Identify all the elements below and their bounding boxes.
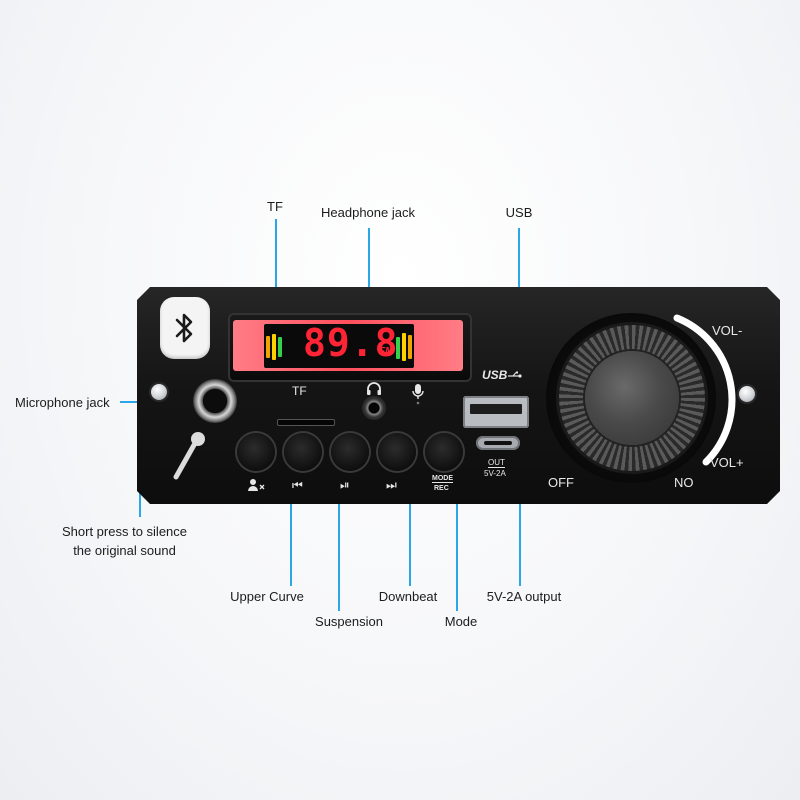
- vu-bar-left-2: [272, 334, 276, 360]
- microphone-icon: [173, 432, 205, 480]
- usb-trident-icon: [508, 371, 522, 378]
- vu-bar-left-1: [266, 336, 270, 358]
- microphone-jack-callout-label: Microphone jack: [15, 395, 110, 410]
- silence-callout-line2: the original sound: [73, 543, 176, 558]
- suspension-callout-label: Suspension: [315, 614, 383, 629]
- frequency-unit: FM: [379, 346, 394, 357]
- play-pause-icon: ⏯: [340, 478, 350, 492]
- frequency-readout: 89.8: [303, 321, 399, 365]
- silence-callout-label: Short press to silence the original soun…: [62, 522, 187, 560]
- headphone-jack-callout-label: Headphone jack: [321, 205, 415, 220]
- suspension-callout-line: [338, 471, 340, 611]
- previous-track-icon: ⏮: [292, 478, 303, 492]
- usb-logo: USB: [482, 368, 508, 382]
- vocal-cancel-icon: [248, 479, 265, 491]
- next-track-icon: ⏭: [386, 478, 397, 492]
- bluetooth-icon: [175, 313, 193, 343]
- tf-panel-label: TF: [292, 384, 307, 398]
- previous-track-button[interactable]: [284, 433, 322, 471]
- usb-a-port-tongue: [470, 404, 522, 414]
- left-mounting-screw: [151, 384, 167, 400]
- headphone-icon: [367, 382, 381, 395]
- vu-bar-right-1: [396, 337, 400, 359]
- vu-bar-right-2: [402, 333, 406, 361]
- right-mounting-screw: [739, 386, 755, 402]
- upper-curve-callout-line: [290, 471, 292, 586]
- vol-plus-label: VOL+: [710, 455, 744, 470]
- play-pause-button[interactable]: [331, 433, 369, 471]
- out-label: OUT: [488, 458, 505, 468]
- next-track-button[interactable]: [378, 433, 416, 471]
- headphone-jack[interactable]: [362, 396, 386, 420]
- microphone-jack[interactable]: [193, 379, 237, 423]
- bluetooth-badge: [160, 297, 210, 359]
- output-callout-line: [519, 440, 521, 586]
- downbeat-callout-label: Downbeat: [378, 589, 438, 604]
- usb-c-port-tongue: [484, 441, 512, 445]
- mode-callout-line: [456, 471, 458, 611]
- out-spec-label: 5V-2A: [484, 469, 506, 478]
- upper-curve-callout-label: Upper Curve: [230, 589, 304, 604]
- off-label: OFF: [548, 475, 574, 490]
- tf-callout-label: TF: [267, 199, 283, 214]
- silence-callout-line1: Short press to silence: [62, 524, 188, 539]
- vocal-cancel-button[interactable]: [237, 433, 275, 471]
- volume-arc-indicator: [673, 314, 736, 466]
- vu-bar-right-3: [408, 335, 412, 359]
- vol-minus-label: VOL-: [712, 323, 743, 338]
- rec-label: REC: [434, 485, 449, 492]
- output-callout-label: 5V-2A output: [486, 589, 562, 604]
- segment-window: [264, 324, 414, 368]
- volume-knob-cap: [585, 351, 679, 445]
- mode-callout-label: Mode: [444, 614, 478, 629]
- mode-label: MODE: [432, 475, 453, 483]
- usb-callout-label: USB: [505, 205, 533, 220]
- on-label: NO: [674, 475, 694, 490]
- vu-bar-left-3: [278, 337, 282, 357]
- tf-card-slot[interactable]: [277, 419, 335, 426]
- mode-rec-button[interactable]: [425, 433, 463, 471]
- downbeat-callout-line: [409, 471, 411, 586]
- microphone-indicator-icon: [412, 384, 424, 405]
